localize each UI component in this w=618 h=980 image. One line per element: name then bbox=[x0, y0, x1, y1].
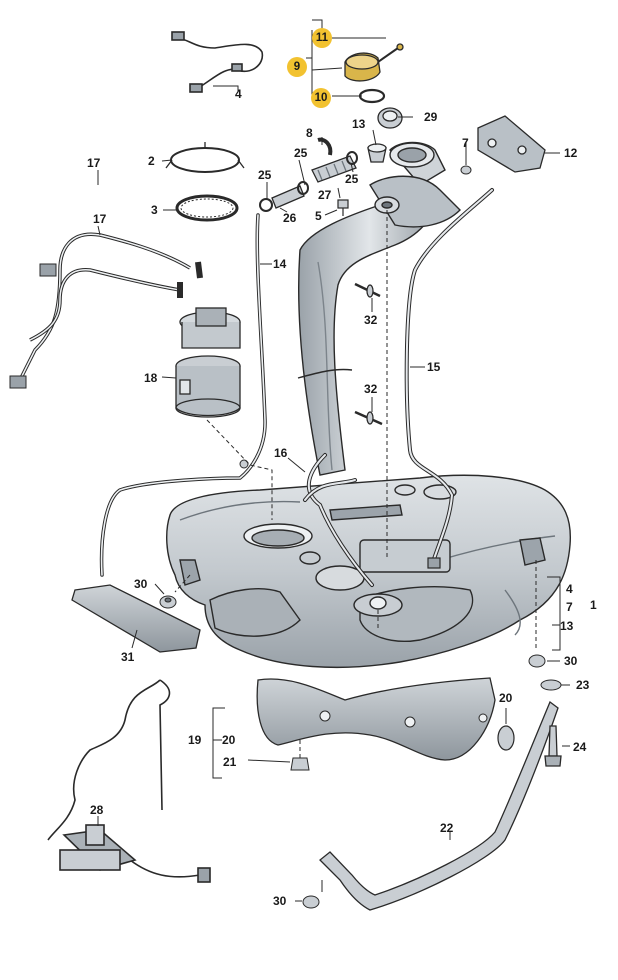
elbow-8 bbox=[317, 137, 333, 156]
nut-30-left bbox=[159, 595, 177, 609]
callout-27: 27 bbox=[318, 188, 332, 202]
hose-26 bbox=[259, 151, 358, 212]
callout-23: 23 bbox=[576, 678, 590, 692]
callout-8: 8 bbox=[306, 126, 313, 140]
callout-17-lower: 17 bbox=[93, 212, 107, 226]
callout-20-right: 20 bbox=[499, 691, 513, 705]
connector-17b bbox=[9, 375, 27, 389]
fuel-tank bbox=[166, 474, 572, 669]
heat-shield-31 bbox=[71, 584, 201, 653]
callout-5: 5 bbox=[315, 209, 322, 223]
callout-18: 18 bbox=[144, 371, 158, 385]
filler-neck bbox=[297, 141, 461, 476]
callout-10: 10 bbox=[311, 88, 331, 108]
callout-21: 21 bbox=[223, 755, 237, 769]
hose-27 bbox=[311, 155, 357, 183]
bolt-5 bbox=[337, 199, 349, 216]
callout-22: 22 bbox=[440, 821, 454, 835]
callout-29: 29 bbox=[424, 110, 438, 124]
bolt-24 bbox=[544, 725, 562, 767]
wiring-harness-28 bbox=[47, 679, 211, 883]
callout-15: 15 bbox=[427, 360, 441, 374]
callout-14: 14 bbox=[273, 257, 287, 271]
callout-30-left: 30 bbox=[134, 577, 148, 591]
shield-hole-b bbox=[404, 716, 416, 728]
screw-32-upper bbox=[354, 282, 381, 298]
callout-13-top: 13 bbox=[352, 117, 366, 131]
nut-30-bottom bbox=[302, 895, 320, 909]
callout-30-right: 30 bbox=[564, 654, 578, 668]
seal-3 bbox=[175, 194, 239, 222]
callout-30-bottom: 30 bbox=[273, 894, 287, 908]
callout-12: 12 bbox=[564, 146, 578, 160]
callout-28: 28 bbox=[90, 803, 104, 817]
callout-25-mid: 25 bbox=[294, 146, 308, 160]
screw-32-lower bbox=[354, 410, 383, 426]
nut-30-right bbox=[528, 654, 546, 668]
callout-31: 31 bbox=[121, 650, 135, 664]
filler-cap-assembly bbox=[344, 43, 404, 104]
shield-hole-c bbox=[478, 713, 488, 723]
alignment-lines bbox=[174, 210, 537, 758]
callout-32-lower: 32 bbox=[364, 382, 378, 396]
bracket-12 bbox=[477, 115, 546, 173]
washer-7 bbox=[460, 165, 472, 175]
callout-32-upper: 32 bbox=[364, 313, 378, 327]
fuel-cap-29 bbox=[377, 107, 403, 129]
connector-15 bbox=[427, 557, 441, 569]
wire-harness-4 bbox=[171, 31, 264, 93]
callout-20-left: 20 bbox=[222, 733, 236, 747]
callout-7-top: 7 bbox=[462, 136, 469, 150]
callout-1: 1 bbox=[590, 598, 597, 612]
clip-20 bbox=[497, 725, 515, 751]
lock-ring-2 bbox=[165, 142, 245, 173]
callout-3: 3 bbox=[151, 203, 158, 217]
callout-25-left: 25 bbox=[258, 168, 272, 182]
callout-4-top: 4 bbox=[235, 87, 242, 101]
underbody-shield-19 bbox=[256, 677, 496, 761]
callout-2: 2 bbox=[148, 154, 155, 168]
washer-23 bbox=[540, 679, 562, 691]
callout-7-right: 7 bbox=[566, 600, 573, 614]
clip-14 bbox=[239, 459, 249, 469]
fuel-line-15 bbox=[404, 188, 494, 567]
callout-11: 11 bbox=[312, 28, 332, 48]
callout-4-right: 4 bbox=[566, 582, 573, 596]
tank-strap-22 bbox=[319, 700, 559, 911]
fuel-line-16 bbox=[303, 453, 374, 587]
callout-19: 19 bbox=[188, 733, 202, 747]
callout-13-right: 13 bbox=[560, 619, 574, 633]
callout-9: 9 bbox=[287, 57, 307, 77]
connector-17a bbox=[39, 263, 57, 277]
callout-25-right: 25 bbox=[345, 172, 359, 186]
grommet-13 bbox=[367, 143, 387, 163]
callout-17-upper: 17 bbox=[87, 156, 101, 170]
callout-16: 16 bbox=[274, 446, 288, 460]
vent-line-14 bbox=[99, 213, 267, 577]
fuel-pump-18 bbox=[175, 307, 241, 418]
shield-hole-a bbox=[319, 710, 331, 722]
nut-21 bbox=[290, 757, 310, 771]
callout-26: 26 bbox=[283, 211, 297, 225]
pump-lines-17 bbox=[18, 232, 203, 381]
leader-lines bbox=[97, 19, 570, 902]
callout-24: 24 bbox=[573, 740, 587, 754]
